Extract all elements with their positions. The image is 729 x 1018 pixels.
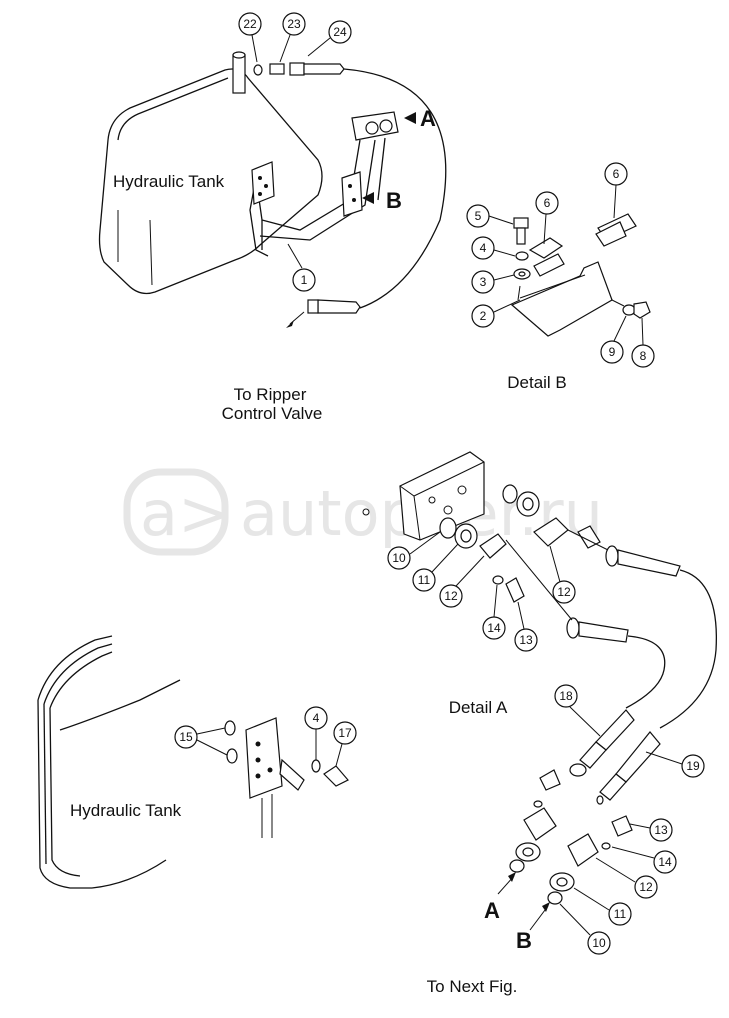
callout-13-top: 13 <box>514 601 538 652</box>
svg-text:a>: a> <box>140 477 230 550</box>
svg-text:6: 6 <box>613 167 620 181</box>
callout-12-bottom: 12 <box>595 857 658 899</box>
label-detail-a: Detail A <box>449 698 508 717</box>
svg-text:2: 2 <box>480 309 487 323</box>
callout-22: 22 <box>238 12 262 63</box>
svg-text:19: 19 <box>686 759 700 773</box>
callout-10-top: 10 <box>387 531 441 570</box>
svg-text:12: 12 <box>444 589 458 603</box>
callout-11-bottom: 11 <box>573 887 632 926</box>
label-hydraulic-tank-top: Hydraulic Tank <box>113 172 225 191</box>
callout-14-top: 14 <box>482 584 506 640</box>
callout-23: 23 <box>279 12 306 63</box>
svg-text:14: 14 <box>658 855 672 869</box>
callout-3: 3 <box>471 270 515 294</box>
svg-text:23: 23 <box>287 17 301 31</box>
svg-text:4: 4 <box>480 241 487 255</box>
label-port-b-top: B <box>386 188 402 213</box>
callout-9: 9 <box>600 315 627 364</box>
svg-text:12: 12 <box>639 880 653 894</box>
callout-6a: 6 <box>535 191 559 245</box>
bottom-tank-assembly <box>37 635 349 889</box>
callout-14-bottom: 14 <box>611 846 677 874</box>
svg-text:11: 11 <box>418 573 431 587</box>
callout-12-top-right: 12 <box>549 545 576 604</box>
svg-text:13: 13 <box>519 633 533 647</box>
svg-text:4: 4 <box>313 711 320 725</box>
label-hydraulic-tank-bottom: Hydraulic Tank <box>70 801 182 820</box>
detail-b-assembly <box>510 213 651 337</box>
svg-text:17: 17 <box>338 726 352 740</box>
callout-12-top-left: 12 <box>439 555 485 608</box>
label-detail-b: Detail B <box>507 373 567 392</box>
callout-1: 1 <box>292 268 316 292</box>
detail-a-assembly <box>362 451 718 931</box>
callout-6b: 6 <box>604 162 628 219</box>
svg-text:18: 18 <box>559 689 573 703</box>
callout-8: 8 <box>631 317 655 368</box>
callout-15: 15 <box>174 725 228 756</box>
callout-19: 19 <box>645 751 705 778</box>
svg-text:15: 15 <box>179 730 193 744</box>
svg-text:8: 8 <box>640 349 647 363</box>
svg-text:12: 12 <box>557 585 571 599</box>
callout-10-bottom: 10 <box>559 903 611 955</box>
svg-text:13: 13 <box>654 823 668 837</box>
top-tank-assembly <box>98 51 447 328</box>
label-to-ripper-1: To Ripper <box>234 385 307 404</box>
svg-text:3: 3 <box>480 275 487 289</box>
svg-text:22: 22 <box>243 17 257 31</box>
callout-5: 5 <box>466 204 514 228</box>
callout-17: 17 <box>333 721 357 767</box>
svg-text:14: 14 <box>487 621 501 635</box>
callout-2: 2 <box>471 299 521 328</box>
label-to-ripper-2: Control Valve <box>222 404 323 423</box>
svg-text:11: 11 <box>614 907 627 921</box>
label-port-b-bottom: B <box>516 928 532 953</box>
svg-text:1: 1 <box>301 273 308 287</box>
svg-text:10: 10 <box>392 551 406 565</box>
svg-text:9: 9 <box>609 345 616 359</box>
svg-text:5: 5 <box>475 209 482 223</box>
svg-text:10: 10 <box>592 936 606 950</box>
svg-text:24: 24 <box>333 25 347 39</box>
label-port-a-top: A <box>420 106 436 131</box>
svg-text:6: 6 <box>544 196 551 210</box>
callout-4-bottom: 4 <box>304 706 328 760</box>
callout-11-top: 11 <box>412 543 459 592</box>
label-port-a-bottom: A <box>484 898 500 923</box>
callout-13-bottom: 13 <box>629 818 673 842</box>
label-to-next-fig: To Next Fig. <box>427 977 518 996</box>
callout-18: 18 <box>554 684 601 737</box>
callout-24: 24 <box>307 20 352 57</box>
callout-4: 4 <box>471 236 516 260</box>
